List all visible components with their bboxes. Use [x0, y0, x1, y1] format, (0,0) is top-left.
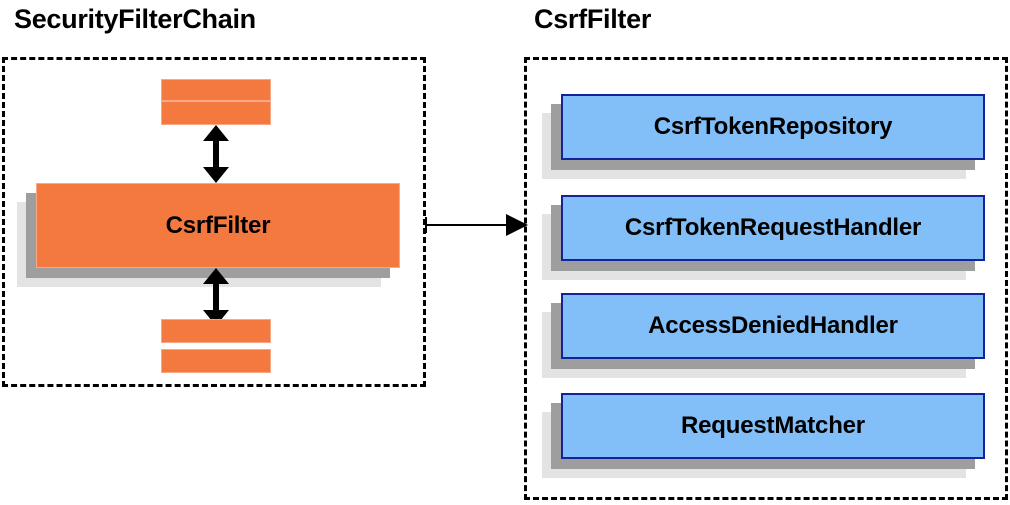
component-box-face: CsrfTokenRequestHandler [561, 195, 985, 261]
component-box-face: RequestMatcher [561, 393, 985, 459]
arrow-stem [213, 138, 219, 170]
right-panel-title: CsrfFilter [534, 4, 652, 34]
component-label: AccessDeniedHandler [648, 312, 898, 339]
chain-arrow-below [203, 268, 229, 326]
component-label: RequestMatcher [681, 412, 865, 439]
csrf-filter-box-face: CsrfFilter [36, 183, 400, 268]
component-box-csrf-token-repository[interactable]: CsrfTokenRepository [542, 94, 985, 179]
csrf-filter-box[interactable]: CsrfFilter [17, 183, 400, 287]
connector-stem [425, 224, 512, 226]
arrow-head-up-icon [203, 268, 229, 284]
csrf-filter-detail-connector [425, 214, 528, 236]
chain-filter-stub-1 [161, 79, 271, 101]
arrow-stem [213, 281, 219, 313]
arrow-head-down-icon [203, 167, 229, 183]
component-box-face: CsrfTokenRepository [561, 94, 985, 160]
component-label: CsrfTokenRepository [653, 113, 893, 140]
component-box-request-matcher[interactable]: RequestMatcher [542, 393, 985, 478]
component-box-access-denied-handler[interactable]: AccessDeniedHandler [542, 293, 985, 378]
left-panel-title: SecurityFilterChain [14, 4, 256, 34]
component-label: CsrfTokenRequestHandler [624, 214, 922, 241]
security-filter-chain-panel [2, 57, 426, 387]
chain-filter-stub-3 [161, 319, 271, 343]
csrf-filter-label: CsrfFilter [165, 211, 271, 239]
component-box-csrf-token-request-handler[interactable]: CsrfTokenRequestHandler [542, 195, 985, 280]
arrow-head-up-icon [203, 125, 229, 141]
chain-arrow-above [203, 125, 229, 183]
csrf-filter-detail-panel [524, 57, 1008, 500]
chain-filter-stub-4 [161, 349, 271, 373]
arrow-head-right-icon [506, 214, 528, 236]
chain-filter-stub-2 [161, 101, 271, 125]
component-box-face: AccessDeniedHandler [561, 293, 985, 359]
